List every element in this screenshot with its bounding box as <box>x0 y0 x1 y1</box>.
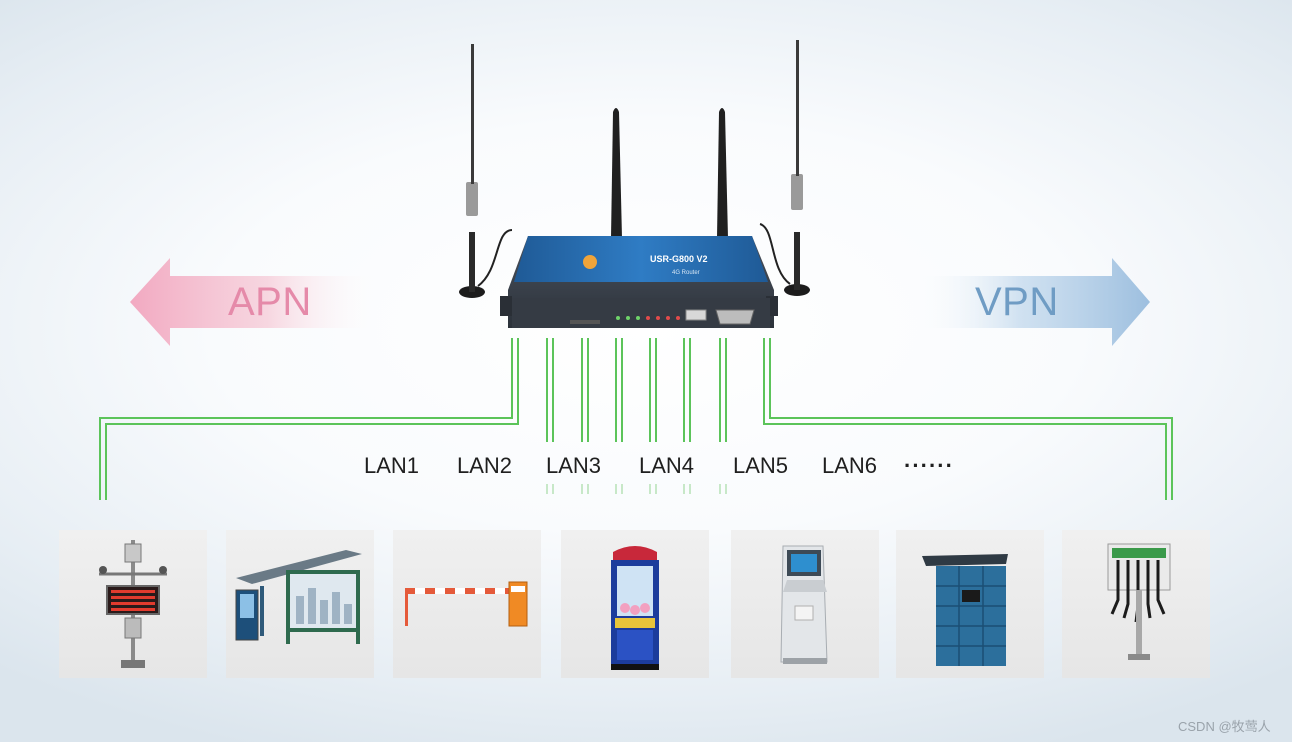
parcel-locker-icon <box>922 554 1008 666</box>
device-parcel-locker <box>896 530 1044 678</box>
atm-kiosk-icon <box>780 545 828 664</box>
router-status-leds <box>616 316 680 320</box>
bus-stop-shelter-icon <box>235 550 362 644</box>
vpn-label: VPN <box>975 280 1059 324</box>
parking-barrier-icon <box>405 581 528 627</box>
more-ports-indicator: ······ <box>904 453 954 478</box>
apn-arrow <box>130 258 380 346</box>
lan-label-3: LAN3 <box>546 453 602 478</box>
lan-label-2: LAN2 <box>457 453 513 478</box>
cable-right-inner <box>769 338 1173 500</box>
cable-left-inner <box>105 338 519 500</box>
router-logo-icon <box>583 255 597 269</box>
usb-port-icon <box>685 309 707 321</box>
magnetic-antenna-right <box>759 40 810 296</box>
lan-label-1: LAN1 <box>364 453 420 478</box>
rubber-antenna-left <box>611 108 622 238</box>
cable-center-group <box>546 338 727 442</box>
device-ev-charging-station <box>1062 530 1210 678</box>
device-atm-kiosk <box>731 530 879 678</box>
ev-charging-station-icon <box>1107 543 1171 660</box>
lan-label-4: LAN4 <box>639 453 695 478</box>
csdn-watermark: CSDN @牧莺人 <box>1178 719 1271 734</box>
cable-left <box>99 338 513 500</box>
device-claw-machine <box>561 530 709 678</box>
cable-stubs <box>546 484 727 494</box>
lan-label-5: LAN5 <box>733 453 789 478</box>
device-weather-station <box>59 530 207 678</box>
lan-label-6: LAN6 <box>822 453 878 478</box>
apn-label: APN <box>228 280 312 324</box>
cable-right <box>763 338 1167 500</box>
magnetic-antenna-left <box>459 44 513 298</box>
router-subtitle-text: 4G Router <box>672 270 700 276</box>
weather-station-icon <box>99 540 167 668</box>
serial-port-icon <box>715 309 755 325</box>
device-parking-barrier <box>393 530 541 678</box>
device-bus-stop <box>226 530 374 678</box>
lan-cables <box>99 338 1173 500</box>
claw-machine-icon <box>611 546 659 670</box>
vpn-arrow <box>912 258 1150 346</box>
router-model-text: USR-G800 V2 <box>650 254 708 264</box>
rubber-antenna-right <box>717 108 728 238</box>
router-device: USR-G800 V2 4G Router <box>459 40 810 328</box>
